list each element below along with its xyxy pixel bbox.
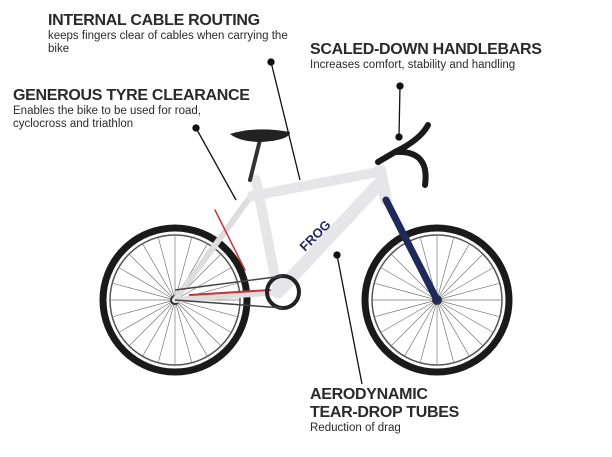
leader-lines <box>192 58 404 385</box>
spoke <box>174 299 231 333</box>
spoke <box>436 299 499 317</box>
callout-internal-cable-routing: INTERNAL CABLE ROUTING keeps fingers cle… <box>48 12 293 56</box>
spoke <box>142 244 176 301</box>
callout-title: GENEROUS TYRE CLEARANCE <box>13 87 250 104</box>
spoke <box>129 299 176 346</box>
spoke <box>113 299 176 317</box>
spoke <box>174 299 237 317</box>
callout-title: SCALED-DOWN HANDLEBARS <box>310 41 542 58</box>
spoke <box>381 299 438 333</box>
spoke <box>113 283 176 301</box>
frame <box>172 138 441 304</box>
callout-title: INTERNAL CABLE ROUTING <box>48 12 260 29</box>
callout-desc: keeps fingers clear of cables when carry… <box>48 30 288 55</box>
callout-desc: Reduction of drag <box>310 422 401 434</box>
spoke <box>129 254 176 301</box>
callout-title-line1: AERODYNAMIC <box>310 386 428 403</box>
spoke <box>158 238 176 301</box>
callout-desc: Increases comfort, stability and handlin… <box>310 59 516 71</box>
handlebars <box>375 122 431 188</box>
spoke <box>375 299 438 317</box>
saddle <box>230 129 290 142</box>
front-wheel <box>361 224 513 376</box>
spoke <box>436 299 493 333</box>
spoke <box>119 299 176 333</box>
spoke <box>391 299 438 346</box>
spoke <box>436 254 483 301</box>
spoke <box>436 283 499 301</box>
callout-scaled-down-handlebars: SCALED-DOWN HANDLEBARS Increases comfort… <box>310 41 570 72</box>
spoke <box>119 267 176 301</box>
spoke <box>375 283 438 301</box>
callout-title-line2: TEAR-DROP TUBES <box>310 404 459 421</box>
spoke <box>174 299 192 362</box>
spoke <box>436 244 470 301</box>
spoke <box>158 299 176 362</box>
spoke <box>174 267 231 301</box>
spoke <box>381 267 438 301</box>
spoke <box>174 299 221 346</box>
spoke <box>420 299 438 362</box>
spoke <box>436 299 454 362</box>
spoke <box>404 299 438 356</box>
spoke <box>436 299 470 356</box>
spoke <box>436 299 483 346</box>
callout-generous-tyre-clearance: GENEROUS TYRE CLEARANCE Enables the bike… <box>13 87 250 131</box>
spoke <box>174 299 208 356</box>
callout-desc: Enables the bike to be used for road, cy… <box>13 105 201 130</box>
spoke <box>142 299 176 356</box>
callout-aerodynamic-tubes: AERODYNAMIC TEAR-DROP TUBES Reduction of… <box>310 386 510 435</box>
spoke <box>436 238 454 301</box>
spoke <box>436 267 493 301</box>
